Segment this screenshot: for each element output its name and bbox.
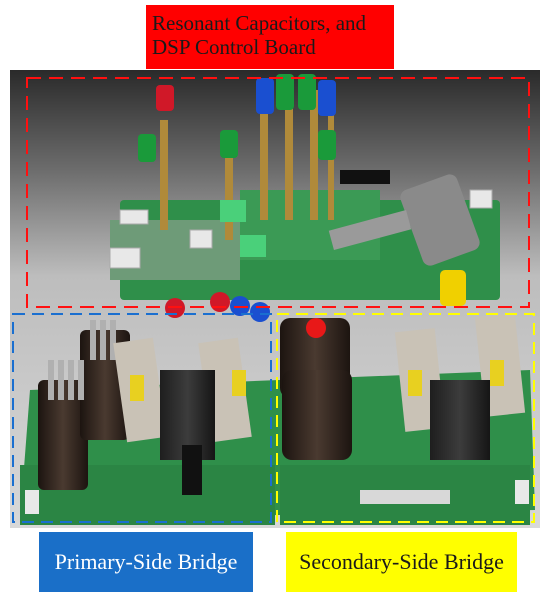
primary-transformer-2 [232, 370, 246, 396]
top-label-line-2: DSP Control Board [152, 35, 316, 60]
secondary-transformer-2 [490, 360, 504, 386]
primary-side-bridge-label: Primary-Side Bridge [39, 532, 253, 592]
hardware-photo [10, 70, 540, 528]
top-label-line-1: Resonant Capacitors, and [152, 11, 367, 35]
primary-bnc [182, 445, 202, 495]
primary-transformer-1 [130, 375, 144, 401]
secondary-transformer-1 [408, 370, 422, 396]
nylon-standoff-left [25, 490, 39, 514]
hardware-photo-drawing [10, 70, 540, 528]
secondary-side-bridge-label: Secondary-Side Bridge [286, 532, 517, 592]
secondary-terminal [440, 270, 466, 306]
secondary-capacitor-2 [282, 370, 352, 460]
pin-header [340, 170, 390, 184]
resonant-capacitors-dsp-label: Resonant Capacitors, and DSP Control Boa… [146, 5, 394, 69]
secondary-capacitor-top [306, 318, 326, 338]
secondary-heatsink [430, 380, 490, 460]
nylon-standoff-right [515, 480, 529, 504]
secondary-pads [360, 490, 450, 504]
